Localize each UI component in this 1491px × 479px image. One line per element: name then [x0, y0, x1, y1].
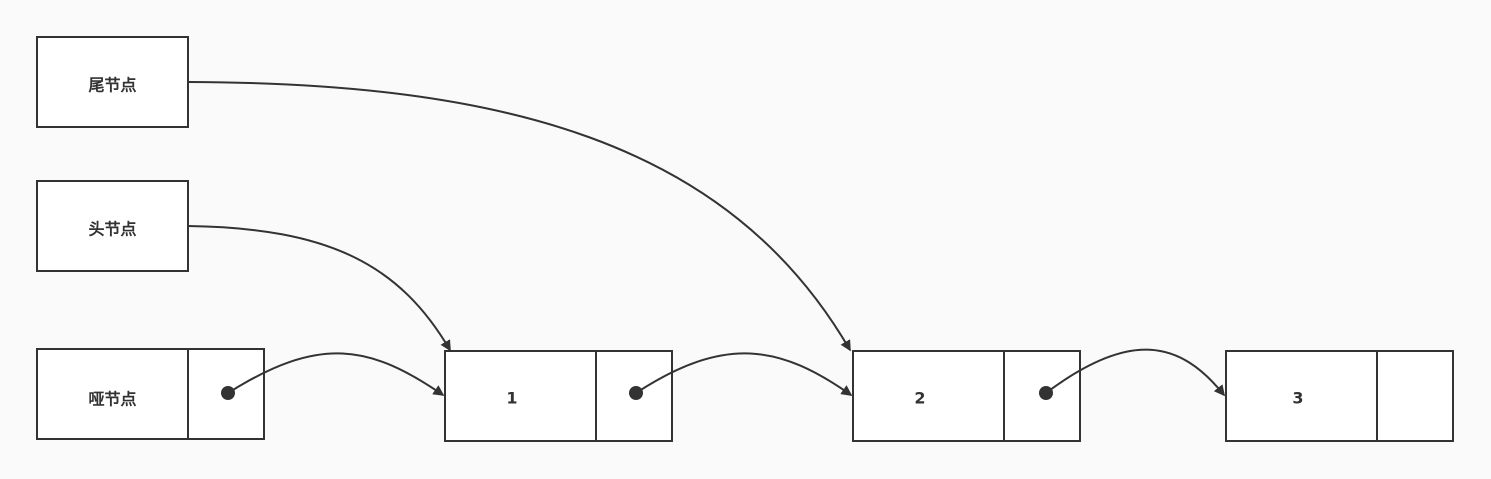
tail-node-label: 尾节点	[88, 76, 136, 95]
list-node-2-value: 2	[914, 389, 925, 408]
tail-node-rect	[36, 36, 189, 128]
list-node-1: 1	[444, 350, 673, 442]
list-node-3-data-cell	[1225, 350, 1378, 442]
dummy-node: 哑节点	[36, 348, 265, 440]
head-node-rect	[36, 180, 189, 272]
dummy-node-data-cell	[36, 348, 189, 440]
head-to-node-1-arrow	[187, 225, 451, 352]
dummy-to-node-1-arrow	[227, 352, 445, 396]
dummy-node-label: 哑节点	[88, 390, 136, 409]
list-node-3: 3	[1225, 350, 1454, 442]
list-node-2: 2	[852, 350, 1081, 442]
list-node-2-data-cell	[852, 350, 1005, 442]
head-node-label: 头节点	[88, 220, 136, 239]
node-2-to-node-3-arrow	[1045, 348, 1226, 397]
list-node-3-next-cell	[1376, 350, 1454, 442]
list-node-3-value: 3	[1292, 389, 1303, 408]
head-node-box: 头节点	[36, 180, 189, 272]
tail-node-box: 尾节点	[36, 36, 189, 128]
node-1-to-node-2-arrow	[635, 352, 853, 396]
list-node-1-value: 1	[506, 389, 517, 408]
tail-to-node-2-arrow	[187, 81, 851, 352]
list-node-1-data-cell	[444, 350, 597, 442]
